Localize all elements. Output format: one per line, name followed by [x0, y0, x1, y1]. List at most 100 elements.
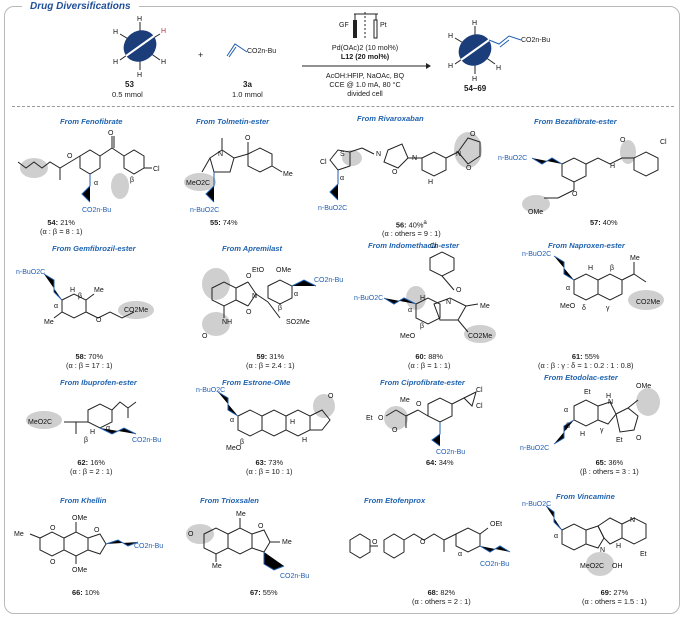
svg-text:α: α [566, 285, 570, 292]
ligand-label: L12 (20 mol%) [340, 52, 390, 61]
svg-text:α: α [230, 417, 234, 424]
svg-text:Et: Et [584, 389, 591, 396]
svg-text:MeO2C: MeO2C [580, 563, 604, 570]
svg-text:O: O [245, 135, 251, 142]
svg-text:n-BuO2C: n-BuO2C [522, 251, 551, 258]
svg-text:SO2Me: SO2Me [286, 319, 310, 326]
plus-sign: + [198, 50, 204, 60]
svg-text:MeO: MeO [560, 303, 576, 310]
svg-text:H: H [496, 65, 501, 72]
acrylate-amount: 1.0 mmol [232, 90, 263, 99]
svg-text:α: α [340, 175, 344, 182]
svg-text:Me: Me [14, 531, 24, 538]
source-bezafibrate: From Bezafibrate-ester [534, 117, 617, 126]
svg-text:α: α [554, 533, 558, 540]
svg-text:O: O [50, 525, 56, 532]
svg-text:H: H [580, 431, 585, 438]
compound-60-structure: Cl O NMe Hα β MeO CO2Me n-BuO2C [354, 243, 496, 343]
svg-text:α: α [564, 407, 568, 414]
svg-text:Et: Et [366, 415, 373, 422]
svg-text:H: H [606, 393, 611, 400]
svg-text:O: O [328, 393, 334, 400]
svg-text:OMe: OMe [528, 209, 543, 216]
svg-text:Me: Me [44, 319, 54, 326]
anode-label: GF [339, 22, 349, 29]
caption-56: 56: 40%a(α : others = 9 : 1) [382, 219, 441, 239]
source-etofenprox: From Etofenprox [364, 496, 426, 505]
svg-text:O: O [50, 559, 56, 566]
source-naproxen: From Naproxen-ester [548, 241, 625, 250]
caption-68: 68: 82%(α : others = 2 : 1) [412, 588, 471, 606]
svg-text:Cl: Cl [153, 166, 160, 173]
source-apremilast: From Apremilast [222, 244, 283, 253]
svg-text:H: H [428, 179, 433, 186]
svg-text:Cl: Cl [476, 403, 483, 410]
svg-text:H: H [302, 437, 307, 444]
svg-text:α: α [106, 425, 110, 432]
svg-text:Cl: Cl [430, 243, 437, 250]
caption-69: 69: 27%(α : others = 1.5 : 1) [582, 588, 647, 606]
svg-text:N: N [630, 517, 635, 524]
compound-63-structure: n-BuO2C αβ MeO O HH [196, 387, 335, 452]
acrylate-structure [226, 43, 248, 58]
svg-text:CO2n-Bu: CO2n-Bu [480, 561, 509, 568]
source-khellin: From Khellin [60, 496, 107, 505]
svg-text:γ: γ [606, 305, 610, 312]
svg-text:Me: Me [94, 287, 104, 294]
caption-57: 57: 40% [590, 218, 618, 227]
svg-text:OMe: OMe [276, 267, 291, 274]
svg-text:O: O [246, 273, 252, 280]
source-rivaroxaban: From Rivaroxaban [357, 114, 424, 123]
svg-text:O: O [258, 523, 264, 530]
svg-text:β: β [278, 305, 282, 312]
figure-title: Drug Diversifications [22, 0, 139, 13]
svg-text:CO2n-Bu: CO2n-Bu [436, 449, 465, 456]
caption-59: 59: 31%(α : β = 2.4 : 1) [246, 352, 295, 370]
caption-67: 67: 55% [250, 588, 278, 597]
svg-text:O: O [620, 137, 626, 144]
svg-text:Cl: Cl [476, 387, 483, 394]
svg-text:O: O [94, 527, 100, 534]
svg-text:H: H [472, 76, 477, 83]
svg-text:O: O [466, 165, 472, 172]
svg-text:OMe: OMe [636, 383, 651, 390]
product-range-label: 54–69 [464, 84, 487, 93]
svg-text:β: β [240, 439, 244, 446]
source-etodolac: From Etodolac-ester [544, 373, 618, 382]
acrylate-ester-label: CO2n-Bu [247, 48, 277, 55]
svg-text:O: O [392, 427, 398, 434]
svg-text:Et: Et [616, 437, 623, 444]
svg-text:O: O [420, 539, 426, 546]
svg-text:Me: Me [282, 539, 292, 546]
source-trioxsalen: From Trioxsalen [200, 496, 259, 505]
source-indomethacin: From Indomethacin-ester [368, 241, 460, 250]
svg-text:N: N [252, 293, 257, 300]
catalyst-label: Pd(OAc)2 (10 mol%) [331, 43, 399, 52]
svg-text:CO2Me: CO2Me [124, 307, 148, 314]
svg-text:n-BuO2C: n-BuO2C [354, 295, 383, 302]
svg-text:H: H [420, 295, 425, 302]
compound-54-structure: OCl Oα β CO2n-Bu [17, 130, 160, 214]
svg-text:H: H [448, 33, 453, 40]
svg-text:n-BuO2C: n-BuO2C [190, 207, 219, 214]
svg-text:α: α [294, 291, 298, 298]
acrylate-3a-label: 3a [243, 80, 252, 89]
svg-text:CO2Me: CO2Me [468, 333, 492, 340]
svg-text:N: N [412, 155, 417, 162]
svg-text:H: H [616, 543, 621, 550]
source-estrone: From Estrone-OMe [222, 378, 291, 387]
caption-54: 54: 21%(α : β = 8 : 1) [40, 218, 83, 236]
svg-text:n-BuO2C: n-BuO2C [16, 269, 45, 276]
svg-text:β: β [420, 323, 424, 330]
svg-text:OEt: OEt [490, 521, 502, 528]
svg-text:MeO2C: MeO2C [28, 419, 52, 426]
cathode-label: Pt [380, 22, 387, 29]
svg-text:O: O [67, 153, 73, 160]
